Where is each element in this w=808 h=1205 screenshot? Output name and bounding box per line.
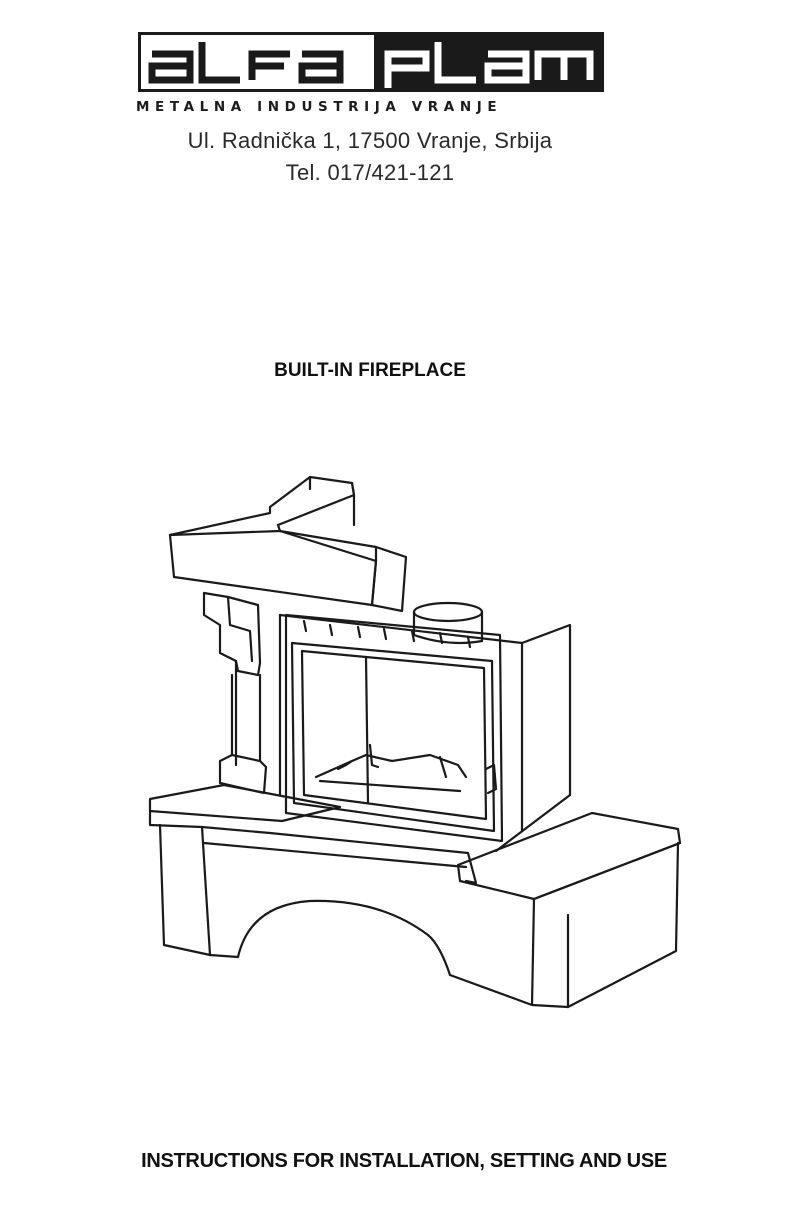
company-phone: Tel. 017/421-121 [285, 160, 455, 185]
alfaplam-logo [138, 32, 604, 92]
company-address: Ul. Radnička 1, 17500 Vranje, Srbija [187, 128, 553, 153]
document-title: BUILT-IN FIREPLACE [274, 360, 466, 381]
fireplace-illustration-icon [148, 475, 682, 1009]
document-subtitle: INSTRUCTIONS FOR INSTALLATION, SETTING A… [141, 1150, 667, 1172]
company-tagline: METALNA INDUSTRIJA VRANJE [136, 99, 503, 115]
